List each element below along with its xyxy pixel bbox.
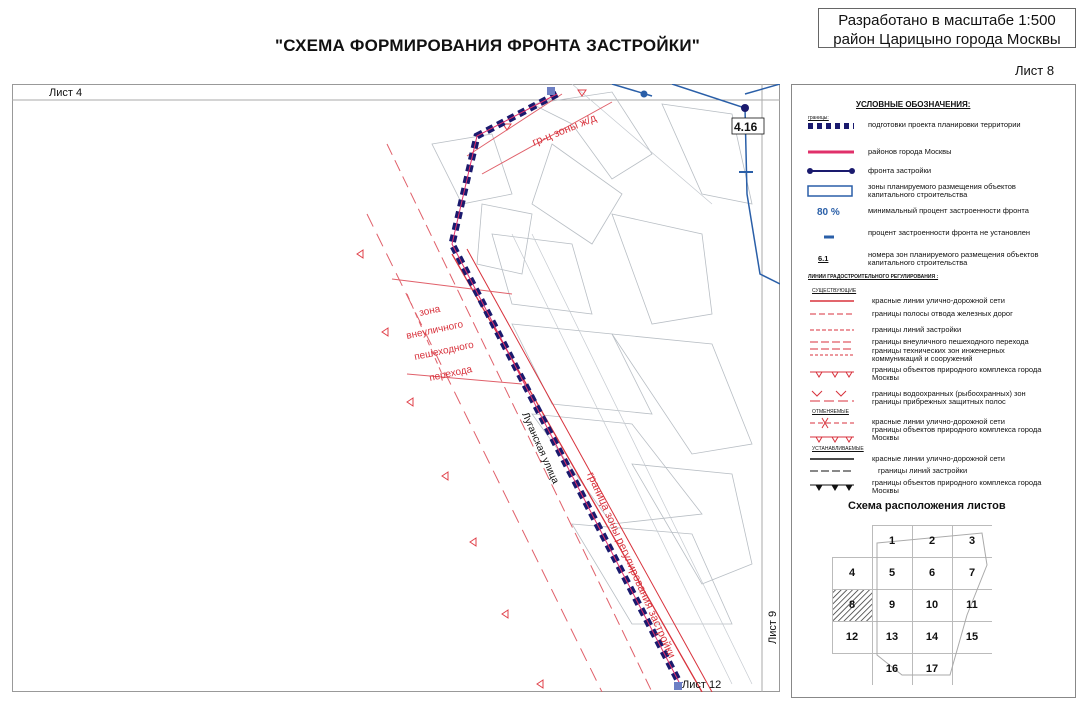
legend-existing-item: границы технических зон инженерных комму…: [872, 346, 1005, 363]
map-border: [12, 84, 780, 692]
legend-cancelled-item: границы объектов природного комплекса го…: [872, 425, 1042, 442]
sheet-cell-10[interactable]: 10: [925, 599, 939, 611]
legend-established-item: красные линии улично-дорожной сети: [872, 454, 1005, 463]
legend-percent-value: 80 %: [817, 207, 840, 218]
legend-established-item: границы объектов природного комплекса го…: [872, 478, 1042, 495]
stamp-scale-line: Разработано в масштабе 1:500: [838, 12, 1056, 29]
legend-item-text: зоны планируемого размещения объектов ка…: [868, 182, 1016, 199]
district-outline: [876, 532, 988, 676]
red-line-solid-2: [466, 248, 713, 692]
red-line-dashed: [386, 143, 653, 692]
symbol-zone-rect: [807, 185, 853, 197]
legend-item-text: фронта застройки: [868, 166, 932, 175]
ped-label-4: перехода: [428, 364, 473, 384]
sheet-cell-5[interactable]: 5: [888, 567, 896, 579]
legend-existing-item: границы полосы отвода железных дорог: [872, 309, 1013, 318]
legend-existing-item: границы прибрежных защитных полос: [872, 397, 1006, 406]
symbols-existing: [810, 300, 854, 402]
legend-existing-item: границы объектов природного комплекса го…: [872, 365, 1042, 382]
reg-zone-label: граница зоны регулирования застройки: [584, 470, 677, 660]
legend-item-text: минимальный процент застроенности фронта: [868, 206, 1029, 215]
stamp-district-line: район Царицыно города Москвы: [833, 31, 1061, 48]
legend-established-item: границы линий застройки: [878, 466, 968, 475]
symbols-established: [810, 458, 854, 491]
district-boundary: [611, 84, 780, 285]
sheet-cell-13[interactable]: 13: [885, 631, 899, 643]
boundary-end-marker-2: [674, 682, 682, 690]
sheet-cell: [832, 589, 873, 622]
district-boundary-line: [671, 84, 780, 285]
legend-cat-boundaries: границы:: [808, 115, 829, 121]
legend-sub-cancelled: ОТМЕНЯЕМЫЕ: [812, 409, 849, 415]
pedestrian-zone-labels: зона внеуличного пешеходного перехода: [405, 304, 475, 384]
legend-item-text: районов города Москвы: [868, 147, 952, 156]
sheet-cell-7[interactable]: 7: [968, 567, 976, 579]
legend-item-text: номера зон планируемого размещения объек…: [868, 250, 1039, 267]
label-sheet-4: Лист 4: [49, 87, 82, 99]
sheet-cell-15[interactable]: 15: [965, 631, 979, 643]
zone-number: 4.16: [734, 120, 758, 134]
sheet-cell-4[interactable]: 4: [848, 567, 856, 579]
district-line-pink: [451, 93, 681, 685]
scale-stamp: Разработано в масштабе 1:500 район Цариц…: [818, 8, 1076, 48]
sheet-cell-6[interactable]: 6: [928, 567, 936, 579]
sheet-cell-1[interactable]: 1: [888, 535, 896, 547]
legend-sub-existing: СУЩЕСТВУЮЩИЕ: [812, 288, 857, 294]
red-regulation-lines: [366, 93, 713, 692]
sheet-cell-2[interactable]: 2: [928, 535, 936, 547]
ped-label-2: внеуличного: [405, 319, 464, 342]
legend-symbols: [807, 123, 855, 491]
street-name: Луганская улица: [519, 411, 561, 486]
legend-sub-established: УСТАНАВЛИВАЕМЫЕ: [812, 446, 864, 452]
legend-heading: УСЛОВНЫЕ ОБОЗНАЧЕНИЯ:: [856, 100, 971, 109]
symbol-front-node-b: [849, 168, 855, 174]
sheet-cell-8[interactable]: 8: [848, 599, 856, 611]
sheet-cell-11[interactable]: 11: [966, 599, 978, 611]
symbol-front-node-a: [807, 168, 813, 174]
map-area[interactable]: Лист 4 Лист 12 Лист 9 4.16 Луганская ули…: [12, 84, 780, 692]
map-svg: Лист 4 Лист 12 Лист 9 4.16 Луганская ули…: [12, 84, 780, 692]
symbols-cancelled: [810, 417, 854, 443]
legend-cat-lines: ЛИНИИ ГРАДОСТРОИТЕЛЬНОГО РЕГУЛИРОВАНИЯ :: [808, 274, 939, 280]
sheet-cell-14[interactable]: 14: [925, 631, 939, 643]
boundary-node: [741, 104, 749, 112]
boundary-end-marker: [547, 87, 555, 95]
label-sheet-12: Лист 12: [682, 679, 721, 691]
sheet-cell-17[interactable]: 17: [925, 663, 939, 675]
label-sheet-9: Лист 9: [767, 611, 779, 644]
ped-label-1: зона: [418, 304, 441, 319]
sheet-cell-12[interactable]: 12: [845, 631, 859, 643]
ped-label-3: пешеходного: [413, 340, 475, 363]
rail-zone-label: гр-ц зоны ж/д: [531, 112, 599, 149]
sheet-scheme-title: Схема расположения листов: [848, 500, 1006, 512]
legend-cancelled-item: красные линии улично-дорожной сети: [872, 417, 1005, 426]
legend-existing-item: красные линии улично-дорожной сети: [872, 296, 1005, 305]
rail-boundary-line-2: [481, 101, 613, 175]
rail-boundary-line: [466, 93, 563, 157]
sheet-cell-3[interactable]: 3: [968, 535, 976, 547]
pedestrian-zone-top: [391, 278, 513, 295]
legend-existing-item: границы водоохранных (рыбоохранных) зон: [872, 389, 1026, 398]
legend-existing-item: границы линий застройки: [872, 325, 962, 334]
pedestrian-zone-left: [406, 293, 443, 375]
legend-number-sample: 6.1: [818, 254, 829, 263]
boundary-node-2: [640, 90, 648, 98]
legend-panel: УСЛОВНЫЕ ОБОЗНАЧЕНИЯ: границы:: [791, 84, 1076, 698]
legend-existing-item: границы внеуличного пешеходного перехода: [872, 337, 1029, 346]
red-triangle-markers: [356, 89, 587, 689]
legend-item-text: подготовки проекта планировки территории: [868, 120, 1021, 129]
sheet-number: Лист 8: [1015, 63, 1055, 78]
sheet-cell-9[interactable]: 9: [888, 599, 896, 611]
zone-number-box: [731, 117, 765, 135]
map-title: "СХЕМА ФОРМИРОВАНИЯ ФРОНТА ЗАСТРОЙКИ": [275, 36, 701, 55]
legend-item-text: процент застроенности фронта не установл…: [868, 228, 1031, 237]
road-lines: [511, 84, 753, 685]
red-line-dashed-2: [366, 213, 603, 692]
sheet-cell-16[interactable]: 16: [885, 663, 899, 675]
pedestrian-zone-bottom: [406, 373, 523, 385]
building-outlines: [431, 91, 753, 625]
